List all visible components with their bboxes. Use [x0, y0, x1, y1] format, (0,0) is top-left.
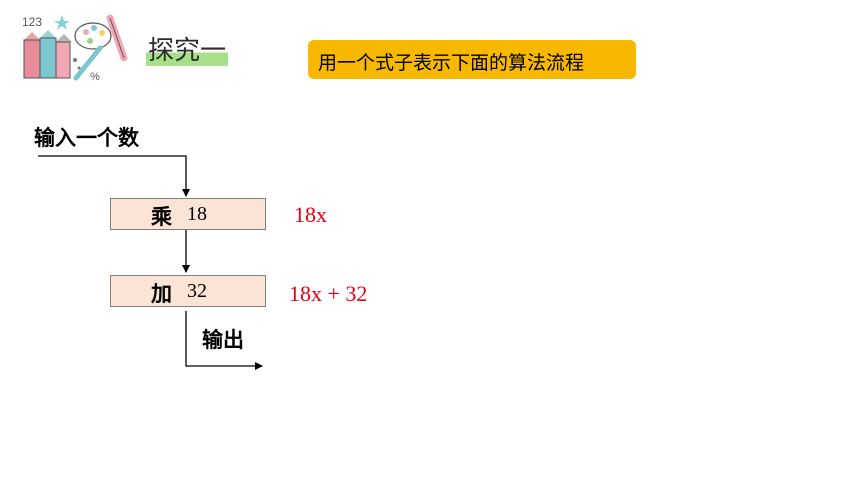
- multiply-step-box: 乘 18: [110, 198, 266, 230]
- pencils-and-palette-icon: 123 %: [22, 14, 128, 83]
- section-title-text: 探究一: [146, 36, 229, 66]
- step-expression: 18x + 32: [289, 281, 368, 306]
- instruction-text: 用一个式子表示下面的算法流程: [318, 52, 585, 74]
- add-step-box: 加 32: [110, 275, 266, 307]
- output-label: 输出: [202, 328, 244, 352]
- step-expression: 18x: [294, 202, 327, 227]
- deco-numbers-text: 123: [22, 15, 42, 29]
- input-arrow: [38, 155, 190, 197]
- step-operation: 加: [151, 282, 172, 306]
- step-operation: 乘: [151, 205, 172, 229]
- instruction-badge: 用一个式子表示下面的算法流程: [308, 40, 636, 79]
- step-value: 18: [187, 203, 207, 225]
- output-arrow: [185, 311, 263, 370]
- input-label: 输入一个数: [34, 126, 139, 150]
- section-title: 探究一: [146, 30, 229, 67]
- deco-percent-text: %: [90, 71, 100, 83]
- step-value: 32: [187, 280, 207, 302]
